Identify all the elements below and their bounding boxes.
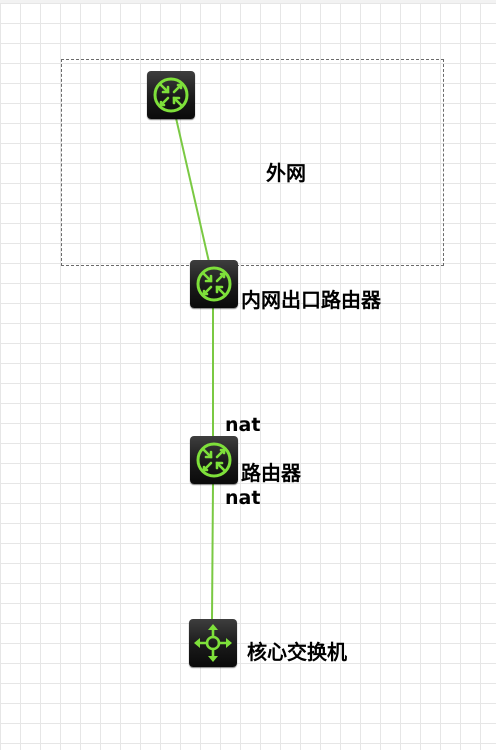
external-network-zone[interactable] [61,59,444,266]
external-network-label: 外网 [266,161,306,185]
edge-router-label: 内网出口路由器 [241,288,381,312]
router-icon [196,442,232,478]
link-external-router-to-edge-router[interactable] [175,117,210,263]
external-router[interactable] [147,71,195,119]
router-icon [196,266,232,302]
nat-router-label: 路由器 [241,461,301,485]
nat-label-upper: nat [225,414,261,436]
core-switch-label: 核心交换机 [247,640,347,664]
core-switch-icon [194,624,232,662]
core-switch[interactable] [189,619,237,667]
router-icon [153,77,189,113]
edge-router[interactable] [190,260,238,308]
canvas-top-edge [0,0,496,3]
nat-label-lower: nat [225,487,261,509]
nat-router[interactable] [190,436,238,484]
link-router-to-core-switch[interactable] [211,483,214,621]
